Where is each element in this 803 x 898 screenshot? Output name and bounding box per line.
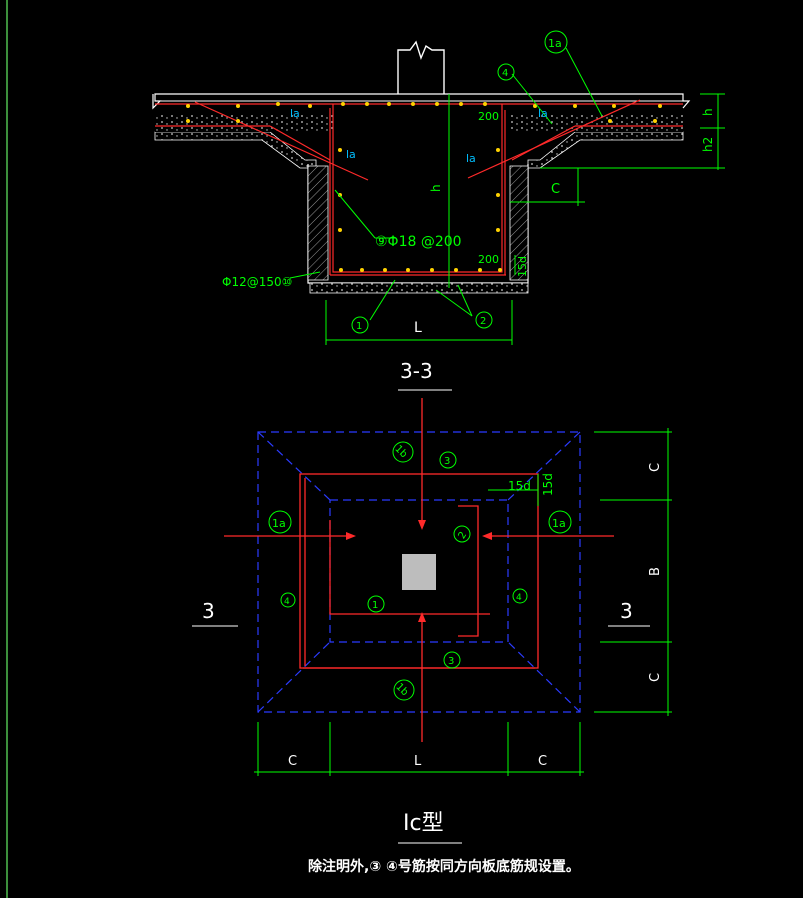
dim-200-bottom-label: 200 [478,253,499,266]
svg-text:4: 4 [502,68,508,79]
rebar-side-label: Φ12@150⑩ [222,275,292,289]
svg-text:1a: 1a [272,517,286,530]
plan-bubble-1b-top: 1b [392,441,414,463]
rebar-9-label: ⑨Φ18 @200 [375,234,462,250]
wall-hatch-left [307,165,329,281]
plan-bubble-1b-bottom: 1b [393,679,415,701]
plan-15d-vertical-label: 15d [541,473,555,496]
svg-text:3: 3 [448,656,454,667]
plan-outer-dashed [257,431,581,713]
plan-bubble-1: 1 [367,595,385,613]
svg-text:1: 1 [356,321,362,332]
dim-h-top-label: h [701,108,715,116]
plan-dim-c-bottom: C [648,673,663,682]
la-left-slope-label: la [346,148,356,161]
pit-blinding [309,282,529,294]
plan-dim-l: L [414,754,422,769]
plan-bubble-3-top: 3 [439,451,457,469]
dim-200-top-label: 200 [478,110,499,123]
svg-text:3: 3 [444,456,450,467]
svg-text:4: 4 [516,593,522,603]
section-title: 3-3 [400,359,433,383]
bubble-1a-section: 1a [544,30,568,54]
rebar-dots [186,102,662,272]
la-right-label: la [538,107,548,120]
blinding-left [154,131,317,169]
rebar-lines [155,99,683,276]
section-mark-left: 3 [202,599,215,623]
plan-dim-c-top: C [648,463,663,472]
svg-text:2: 2 [480,316,486,327]
general-note: 除注明外,③ ④号筋按同方向板底筋规设置。 [308,859,580,875]
plan-inner-dashed [329,499,509,643]
plan-dim-b: B [648,567,663,576]
bubble-1-section: 1 [351,316,369,334]
section-dimensions [289,47,725,345]
plan-rebar [224,398,614,742]
slab-outline [152,93,691,110]
svg-text:4: 4 [284,597,290,607]
plan-bubble-2: 2 [453,525,471,543]
plan-bubble-1a-left: 1a [268,510,292,534]
plan-title: Ic型 [403,811,444,836]
svg-text:2: 2 [457,530,470,541]
wall-hatch-right [509,165,529,281]
la-left-label: la [290,107,300,120]
section-mark-right: 3 [620,599,633,623]
dim-c-right-label: C [551,182,560,197]
svg-text:1a: 1a [552,517,566,530]
dim-L-section-label: L [414,320,422,336]
dim-h2-label: h2 [701,137,715,152]
bubble-4-section: 4 [497,63,515,81]
svg-text:1: 1 [372,600,378,611]
plan-bubble-3-bottom: 3 [443,651,461,669]
plan-dim-c-right: C [538,754,547,769]
blinding-right [527,131,684,169]
section-3-3: h h2 C h la la la la 200 200 15d ⑨Φ18 @2… [152,30,725,391]
plan-dim-c-left: C [288,754,297,769]
plan-bubble-1a-right: 1a [548,510,572,534]
plan-view: C B C C L C 15d 15d 1b 3 1a 1a 2 [192,398,672,844]
dim-15d-label: 15d [516,256,529,277]
dim-h-center-label: h [429,184,443,192]
drawing-left-border [6,0,8,898]
plan-bubble-4-right: 4 [512,588,528,604]
plan-dimensions [254,428,672,776]
la-right-slope-label: la [466,152,476,165]
plan-column [402,554,436,590]
svg-text:1a: 1a [548,37,562,50]
bubble-2-section: 2 [475,311,493,329]
plan-bubble-4-left: 4 [280,592,296,608]
column-break-symbol [397,40,445,94]
plan-15d-label: 15d [508,479,531,493]
